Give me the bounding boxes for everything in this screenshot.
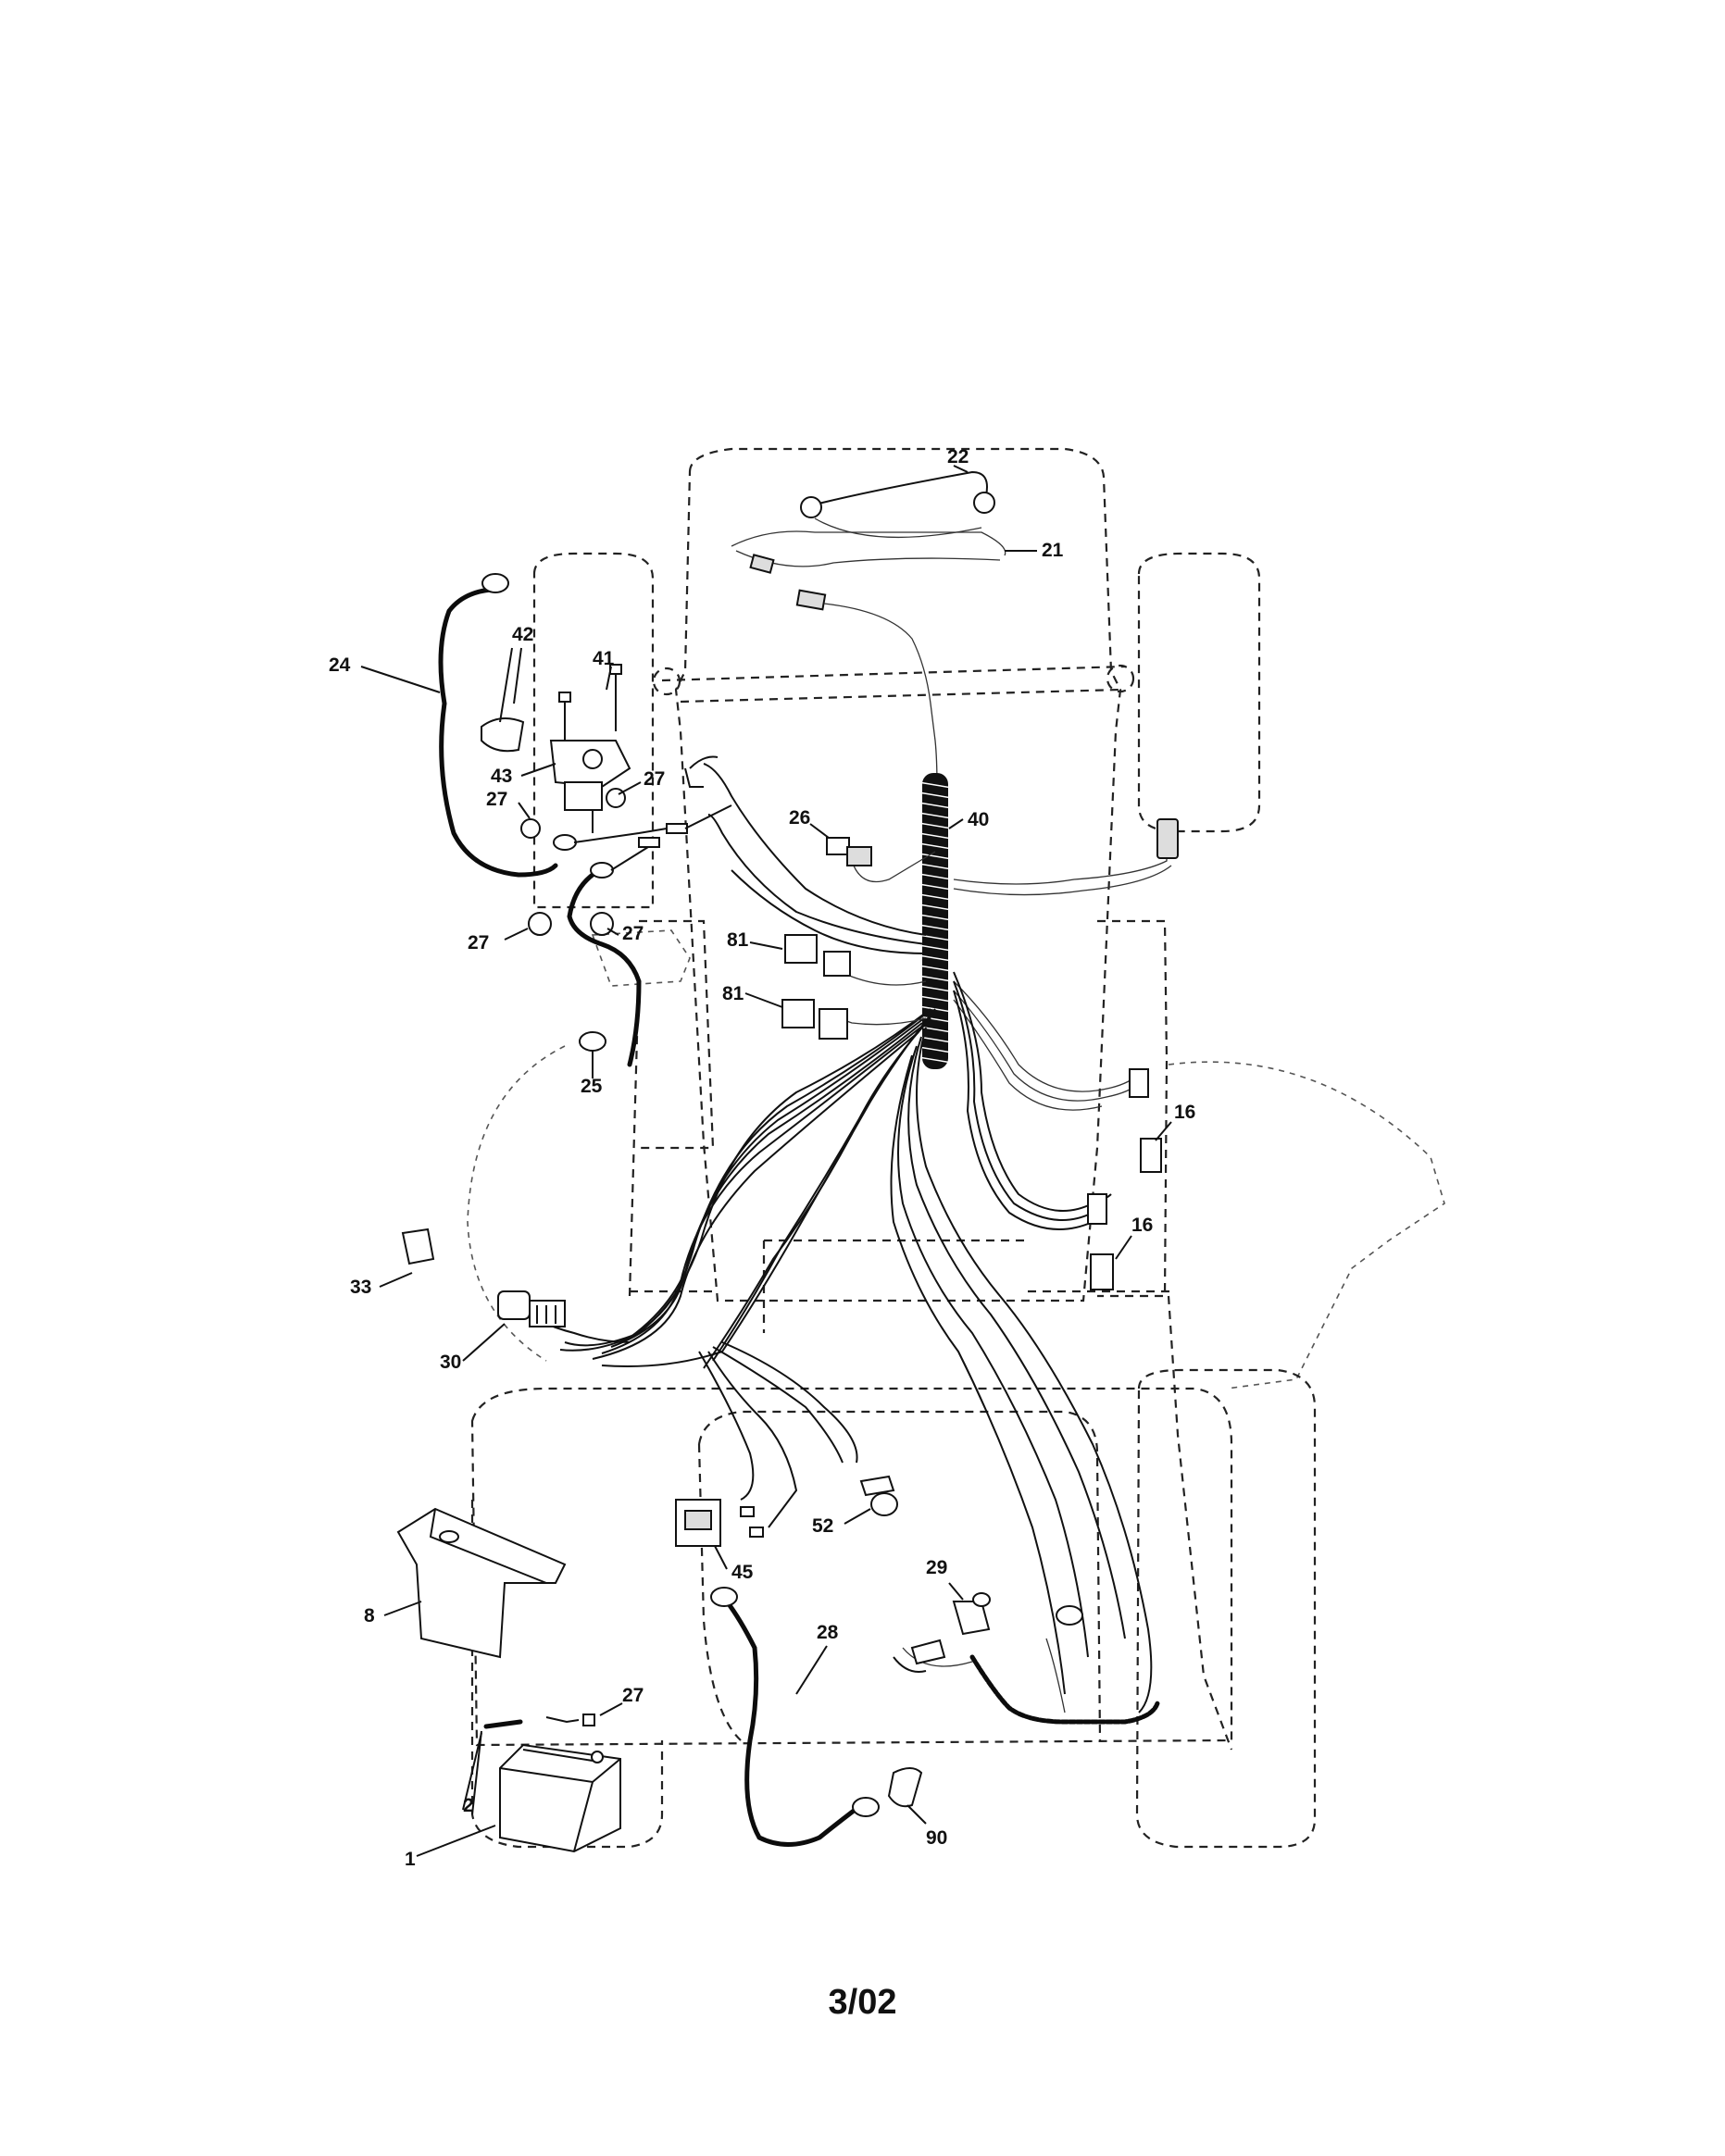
coil-ridge	[918, 832, 953, 840]
coil-ridge	[918, 954, 953, 962]
callout-43: 43	[491, 766, 512, 787]
connector-icon	[749, 554, 775, 574]
relay-socket-icon	[823, 951, 851, 977]
connector-icon	[795, 589, 827, 611]
coil-ridge	[918, 781, 953, 789]
fuse-holders	[826, 837, 872, 866]
callout-26: 26	[789, 807, 810, 829]
coil-ridge	[918, 791, 953, 799]
coil-ridge	[918, 873, 953, 880]
relay-socket-icon	[819, 1008, 848, 1040]
callout-30: 30	[440, 1352, 461, 1373]
fuse-icon	[846, 846, 872, 866]
callout-27-solenoid-left: 27	[486, 789, 507, 810]
relay-icon	[781, 999, 815, 1028]
revision-date: 3/02	[828, 1983, 897, 2022]
ring-terminal	[481, 573, 509, 593]
solenoid-assembly	[438, 573, 732, 1067]
callout-28: 28	[817, 1622, 839, 1643]
callout-45: 45	[731, 1562, 754, 1583]
tractor-outline	[467, 447, 1445, 1849]
callout-labels: 22 21 24 42 41 43 27 27 27 27 26 40 81 8…	[329, 446, 1195, 1870]
battery-tray	[396, 1507, 567, 1659]
coil-ridge	[918, 842, 953, 850]
battery	[471, 1714, 621, 1853]
main-wire-bundle	[504, 755, 1179, 1725]
ring-terminal	[1056, 1605, 1083, 1626]
callout-27-lower-left: 27	[468, 932, 489, 953]
callout-81-lower: 81	[722, 983, 744, 1004]
switch-connectors	[1087, 1068, 1162, 1290]
nut-27	[528, 912, 552, 936]
switch-16-upper-icon	[1140, 1138, 1162, 1173]
boot-90-icon	[887, 1767, 923, 1808]
relay-icon	[784, 934, 818, 964]
coil-ridge	[918, 863, 953, 870]
callout-8: 8	[364, 1605, 375, 1626]
connector-icon	[1156, 818, 1179, 859]
nut-27	[520, 818, 541, 839]
callout-27-battery: 27	[622, 1685, 644, 1706]
callout-52: 52	[812, 1515, 833, 1537]
callout-1: 1	[405, 1849, 416, 1870]
callout-21: 21	[1042, 540, 1064, 561]
relays	[781, 934, 851, 1040]
connector-icon	[1087, 1193, 1107, 1225]
callout-81-upper: 81	[727, 929, 749, 951]
coil-ridge	[918, 975, 953, 982]
nut-27	[590, 912, 614, 936]
coil-ridge	[918, 1056, 953, 1064]
callout-16-upper: 16	[1174, 1102, 1195, 1123]
coil-ridge	[918, 1026, 953, 1033]
coil-ridge	[918, 985, 953, 992]
ring-terminal	[852, 1797, 880, 1817]
switch-16-lower-icon	[1090, 1253, 1114, 1290]
coil-ridge	[918, 965, 953, 972]
coil-ridge	[918, 944, 953, 952]
headlight-assembly	[731, 470, 1006, 788]
fuse-icon	[826, 837, 850, 855]
coil-ridge	[918, 853, 953, 860]
coil-ridge	[918, 1016, 953, 1023]
connector-icon	[1129, 1068, 1149, 1098]
coil-ridge	[918, 893, 953, 901]
coil-ridge	[918, 934, 953, 941]
ring-terminal	[579, 1031, 606, 1052]
callout-2: 2	[463, 1795, 474, 1816]
key-icon	[401, 1228, 435, 1265]
callout-16-lower: 16	[1131, 1215, 1153, 1236]
coil-ridge	[918, 883, 953, 891]
callout-40: 40	[968, 809, 989, 830]
callout-27-solenoid-right: 27	[644, 768, 665, 790]
callout-29: 29	[926, 1557, 947, 1578]
ring-terminal	[710, 1587, 738, 1607]
headlight-bulb-right	[973, 492, 995, 514]
callout-42: 42	[512, 624, 533, 645]
coil-ridge	[918, 914, 953, 921]
lamp-52-icon	[859, 1475, 895, 1497]
callout-90: 90	[926, 1827, 947, 1849]
ignition-switch	[497, 1290, 566, 1327]
callout-24: 24	[329, 654, 351, 676]
coil-ridge	[918, 812, 953, 819]
callout-22: 22	[947, 446, 969, 467]
coil-ridge	[918, 802, 953, 809]
leader-lines	[360, 465, 1172, 1857]
callout-25: 25	[581, 1076, 603, 1097]
switch-29-icon	[952, 1601, 991, 1636]
callout-41: 41	[593, 648, 615, 669]
coil-ridges	[918, 781, 953, 1064]
headlight-bulb-left	[800, 496, 822, 518]
coil-ridge	[918, 924, 953, 931]
rear-components	[675, 1475, 1083, 1847]
coil-ridge	[918, 995, 953, 1003]
callout-33: 33	[350, 1277, 371, 1298]
coil-ridge	[918, 1046, 953, 1053]
coil-ridge	[918, 904, 953, 911]
coiled-harness	[918, 773, 953, 1069]
coil-ridge	[918, 822, 953, 829]
callout-27-lower-right: 27	[622, 923, 644, 944]
